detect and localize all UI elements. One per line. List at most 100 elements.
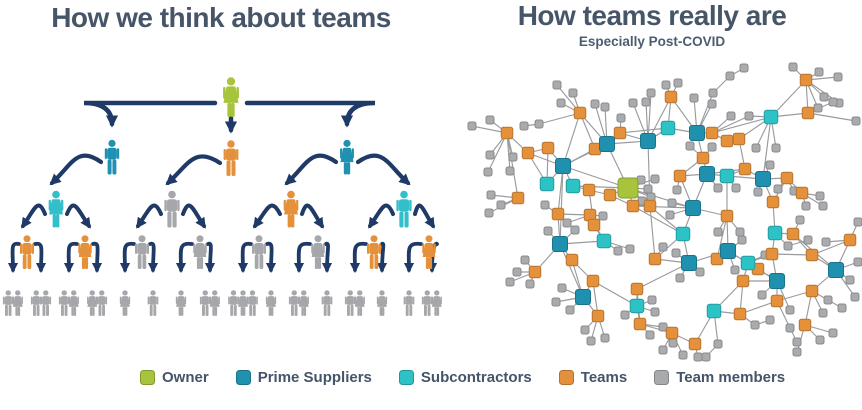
legend-label: Team members [676, 369, 786, 386]
network-node-member [828, 97, 838, 107]
network-node-sub [706, 303, 722, 319]
network-edge [619, 127, 669, 134]
network-node-owner [617, 177, 639, 199]
network-edge [632, 205, 684, 235]
tree-arrow [21, 203, 47, 229]
network-node-member [853, 217, 862, 227]
person-icon-team-member [12, 290, 23, 316]
person-icon-team-member [344, 290, 356, 316]
network-edge [487, 132, 508, 173]
network-node-member [815, 191, 825, 201]
tree-arrow [244, 100, 376, 128]
network-node-team [591, 309, 605, 323]
person-icon-team-member [87, 290, 98, 316]
network-node-member [645, 330, 655, 340]
network-node-member [853, 257, 862, 267]
network-edge [807, 112, 857, 122]
network-node-prime [699, 166, 715, 182]
network-node-member [815, 335, 825, 345]
network-node-member [668, 338, 678, 348]
network-node-member [519, 121, 529, 131]
network-node-member [496, 200, 506, 210]
network-diagram [467, 62, 862, 362]
network-node-member [818, 201, 828, 211]
network-node-member [713, 183, 723, 193]
network-node-team [795, 186, 809, 200]
network-node-member [485, 115, 495, 125]
network-node-team [688, 337, 702, 351]
network-node-member [735, 227, 745, 237]
person-icon-level4 [311, 235, 325, 269]
network-node-member [600, 333, 610, 343]
network-node-sub [539, 176, 555, 192]
person-icon-level2 [340, 139, 354, 175]
network-node-member [512, 267, 522, 277]
network-node-member [671, 248, 681, 258]
network-node-member [534, 119, 544, 129]
network-edge [538, 112, 581, 125]
network-node-member [661, 80, 671, 90]
network-node-team [696, 151, 710, 165]
network-node-member [845, 275, 855, 285]
person-icon-team-member [175, 290, 187, 316]
network-edge [716, 215, 728, 260]
network-node-member [643, 184, 653, 194]
person-icon-level4 [252, 235, 266, 269]
person-icon-level3 [396, 190, 412, 228]
tree-arrow [413, 203, 435, 229]
tree-arrow [147, 241, 159, 274]
network-node-member [650, 174, 660, 184]
network-node-member [483, 167, 493, 177]
network-node-team [541, 141, 555, 155]
network-node-member [821, 237, 831, 247]
network-node-prime [599, 136, 615, 152]
network-node-member [707, 142, 717, 152]
person-icon-team-member [298, 290, 309, 316]
person-icon-team-member [147, 290, 159, 316]
person-icon-level4 [193, 235, 207, 269]
network-node-member [641, 97, 651, 107]
network-node-member [744, 111, 754, 121]
person-icon-team-member [421, 290, 433, 316]
network-node-member [813, 103, 823, 113]
network-node-team [582, 183, 596, 197]
network-node-team [573, 106, 587, 120]
person-icon-team-member [40, 290, 52, 316]
tree-arrow [368, 203, 395, 229]
network-node-team [733, 307, 747, 321]
legend-swatch [398, 370, 414, 385]
tree-arrow [253, 203, 282, 229]
network-edge [592, 280, 638, 307]
network-node-member [828, 328, 838, 338]
network-node-member [557, 283, 567, 293]
network-node-sub [596, 233, 612, 249]
person-icon-team-member [199, 290, 211, 316]
network-edge [559, 165, 564, 245]
network-edge [771, 253, 813, 256]
legend-label: Subcontractors [420, 369, 532, 386]
tree-arrow [349, 241, 368, 274]
network-node-team [551, 207, 565, 221]
person-icon-team-member [247, 290, 258, 316]
network-node-member [613, 246, 623, 256]
network-node-member [568, 88, 578, 98]
tree-arrow [181, 203, 206, 229]
person-icon-team-member [376, 290, 388, 316]
network-node-member [726, 111, 736, 121]
legend-swatch [654, 370, 670, 385]
network-node-prime [755, 171, 771, 187]
network-node-member [818, 308, 828, 318]
network-node-member [540, 200, 550, 210]
tree-arrow [63, 241, 79, 274]
network-node-team [603, 188, 617, 202]
legend-label: Teams [580, 369, 628, 386]
tree-arrow [376, 241, 388, 274]
network-node-member [695, 267, 705, 277]
network-node-prime [555, 158, 571, 174]
legend-swatch [235, 370, 251, 385]
tree-arrow [49, 153, 104, 186]
tree-arrow [119, 241, 136, 274]
network-node-member [725, 71, 735, 81]
network-node-member [823, 295, 833, 305]
right-panel-header: How teams really are Especially Post-COV… [442, 0, 862, 49]
